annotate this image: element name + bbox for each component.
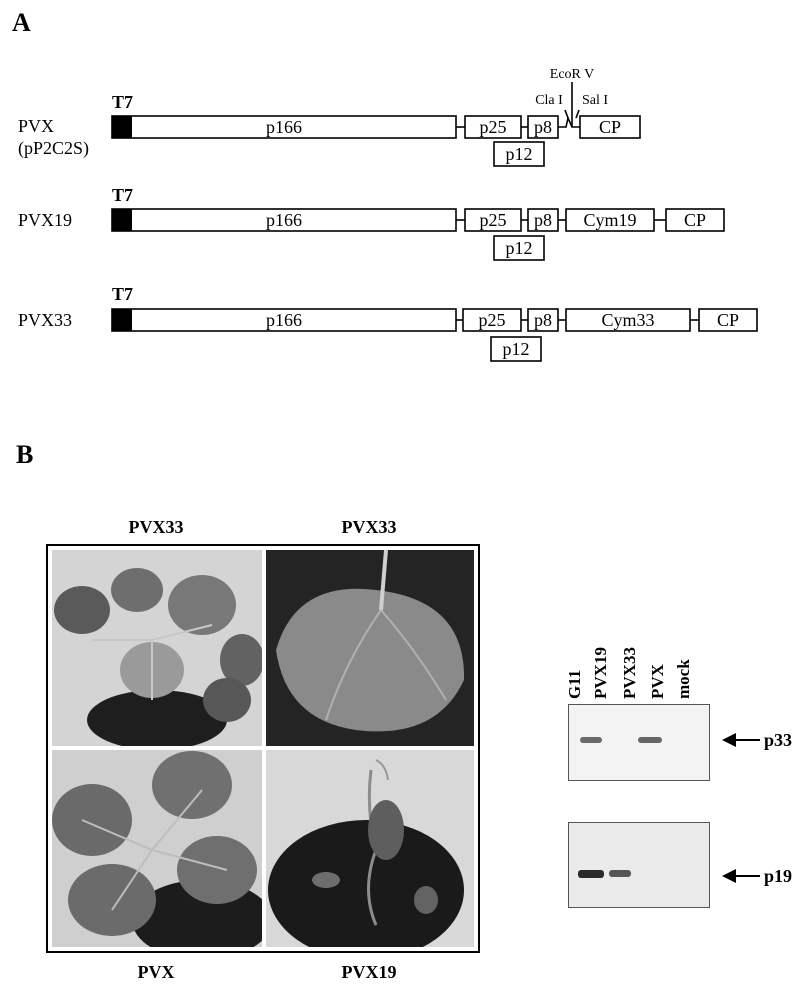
p19-arrow-icon [722,869,760,883]
photo-label-bottom-right: PVX19 [341,962,397,982]
band-g11-p19 [578,870,604,878]
construct2-seg-p8: p8 [534,210,552,230]
construct1-seg-p166: p166 [266,117,302,137]
construct2-promoter: T7 [112,185,133,205]
construct3-seg-p25: p25 [479,310,506,330]
construct-diagram: PVX (pP2C2S) T7 p166 p25 p8 CP p12 EcoR … [18,67,758,362]
plant-pvx-image [52,750,262,947]
construct3-seg-p8: p8 [534,310,552,330]
lane-label-g11: G11 [565,669,584,699]
photo-bottom-left [52,750,262,947]
construct2-seg-p25: p25 [480,210,507,230]
lane-label-mock: mock [674,659,693,699]
construct3-overlap-p12: p12 [503,339,530,359]
construct2-seg-cp: CP [684,210,706,230]
band-g11-p33 [580,737,602,743]
lane-label-pvx: PVX [648,664,667,699]
plant-pvx33-leaf-image [266,550,474,746]
band-pvx33-p33 [638,737,662,743]
construct1-t7-block [112,116,132,138]
band-pvx19-p19 [609,870,631,877]
construct3-t7-block [112,309,132,331]
plant-pvx19-image [266,750,474,947]
construct2-seg-cym19: Cym19 [583,210,636,230]
construct2-overlap-p12: p12 [506,238,533,258]
clai-pointer [564,109,569,119]
band-label-p33: p33 [764,730,793,750]
p33-arrow-icon [722,733,760,747]
photo-top-right [266,550,474,746]
photo-top-left [52,550,262,746]
sali-pointer [575,109,580,119]
photo-label-top-left: PVX33 [128,517,184,537]
construct3-name: PVX33 [18,310,72,330]
lane-label-pvx33: PVX33 [620,647,639,699]
construct3-promoter: T7 [112,284,133,304]
construct1-seg-p25: p25 [480,117,507,137]
construct3-seg-cym33: Cym33 [601,310,654,330]
construct2-p12-box [493,235,545,261]
construct3-seg-p166: p166 [266,310,302,330]
site-clai: Cla I [535,93,563,108]
panel-b-letter: B [16,440,34,469]
plant-pvx33-whole-image [52,550,262,746]
construct1-subname: (pP2C2S) [18,138,89,159]
blot-lane-labels: G11 PVX19 PVX33 PVX mock [562,610,722,705]
blot-bottom-p19 [568,822,710,908]
band-label-p19: p19 [764,866,793,886]
construct2-seg-p166: p166 [266,210,302,230]
construct3-p12-box [490,336,542,362]
photo-label-bottom-left: PVX [137,962,175,982]
construct2-t7-block [112,209,132,231]
site-ecorv: EcoR V [550,67,594,82]
construct1-promoter: T7 [112,92,133,112]
photo-label-top-right: PVX33 [341,517,397,537]
photo-bottom-right [266,750,474,947]
plant-photo-grid [46,544,480,953]
construct1-seg-p8: p8 [534,117,552,137]
construct1-seg-cp: CP [599,117,621,137]
construct1-mcs-linker [558,115,580,128]
site-sali: Sal I [582,93,608,108]
lane-label-pvx19: PVX19 [591,647,610,699]
panel-a-letter: A [12,8,31,37]
construct3-seg-cp: CP [717,310,739,330]
construct1-overlap-p12: p12 [506,144,533,164]
construct2-name: PVX19 [18,210,72,230]
construct1-name: PVX [18,116,54,136]
construct1-p12-box [493,141,545,167]
blot-top-p33 [568,704,710,781]
